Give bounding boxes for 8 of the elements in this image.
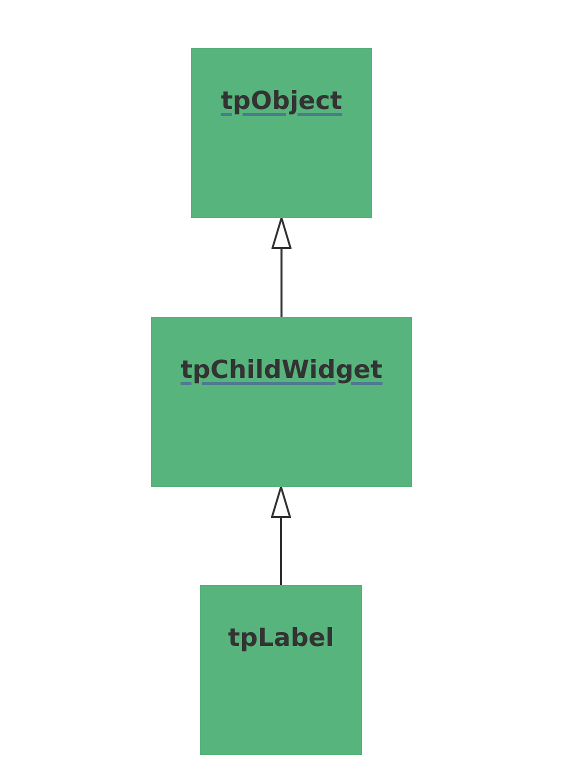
class-box: [200, 585, 362, 755]
class-box: [191, 48, 372, 218]
inheritance-arrow: [272, 217, 292, 317]
class-name-link: tpObject: [220, 85, 342, 117]
class-name: tpLabel: [228, 622, 334, 654]
inheritance-arrow: [271, 486, 291, 585]
class-box: [151, 317, 412, 487]
class-name-link: tpChildWidget: [180, 354, 382, 386]
